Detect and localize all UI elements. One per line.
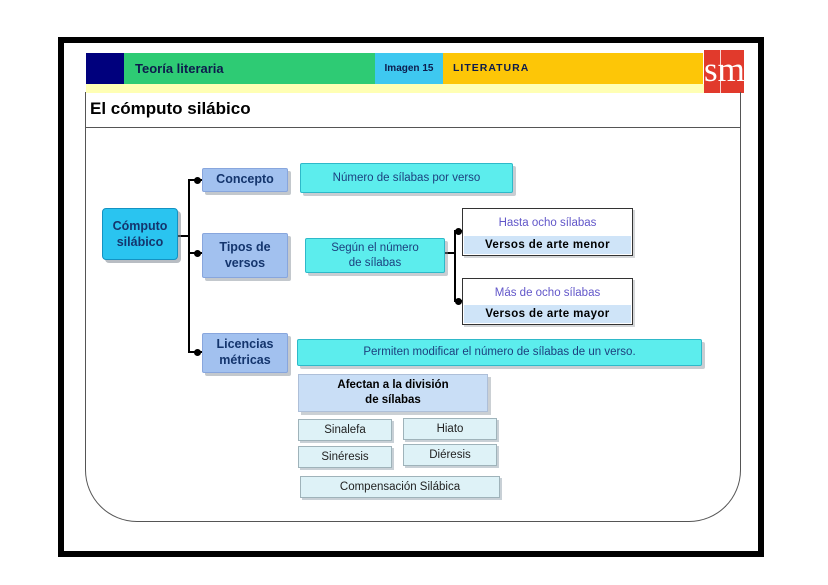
- branch-dot-concepto: [194, 176, 201, 184]
- branch-dot-licencias: [194, 348, 201, 356]
- license-dieresis: Diéresis: [403, 444, 497, 466]
- header-image-ref: Imagen 15: [375, 53, 443, 84]
- license-compensacion-silabica: Compensación Silábica: [300, 476, 500, 498]
- header-cream-strip: [86, 84, 740, 93]
- sm-logo-text: sm: [704, 50, 745, 89]
- node-computo-silabico: Cómputo silábico: [102, 208, 178, 260]
- connector-spine: [188, 179, 190, 353]
- node-licencias-metricas: Licencias métricas: [202, 333, 288, 373]
- class-arte-menor: Hasta ocho sílabas Versos de arte menor: [462, 208, 633, 256]
- condition-arte-mayor: Más de ocho sílabas: [494, 286, 601, 299]
- slide-frame: [58, 37, 764, 557]
- sm-logo: sm: [704, 50, 745, 93]
- condition-arte-menor: Hasta ocho sílabas: [498, 216, 597, 229]
- branch-dot-arte-menor: [455, 227, 462, 235]
- definition-concepto: Número de sílabas por verso: [300, 163, 513, 193]
- definition-licencias: Permiten modificar el número de sílabas …: [297, 339, 702, 366]
- node-concepto: Concepto: [202, 168, 288, 192]
- criterion-tipos: Según el número de sílabas: [305, 238, 445, 273]
- license-hiato: Hiato: [403, 418, 497, 440]
- branch-dot-tipos: [194, 249, 201, 257]
- class-name-arte-menor: Versos de arte menor: [464, 236, 631, 254]
- header-subject-label: LITERATURA: [443, 53, 703, 84]
- title-bar: El cómputo silábico: [85, 92, 741, 128]
- connector-classes-spine: [454, 231, 456, 302]
- page-title: El cómputo silábico: [90, 99, 251, 118]
- header-course-label: Teoría literaria: [124, 53, 375, 84]
- connector-root: [178, 235, 190, 237]
- class-arte-mayor: Más de ocho sílabas Versos de arte mayor: [462, 278, 633, 325]
- content-panel: [85, 92, 741, 522]
- header-brand-block: [86, 53, 124, 84]
- class-name-arte-mayor: Versos de arte mayor: [464, 305, 631, 323]
- sm-logo-divider: [720, 50, 721, 93]
- license-sineresis: Sinéresis: [298, 446, 392, 468]
- connector-segun: [445, 252, 456, 254]
- node-tipos-de-versos: Tipos de versos: [202, 233, 288, 278]
- license-sinalefa: Sinalefa: [298, 419, 392, 441]
- branch-dot-arte-mayor: [455, 297, 462, 305]
- licencias-subtitle: Afectan a la división de sílabas: [298, 374, 488, 412]
